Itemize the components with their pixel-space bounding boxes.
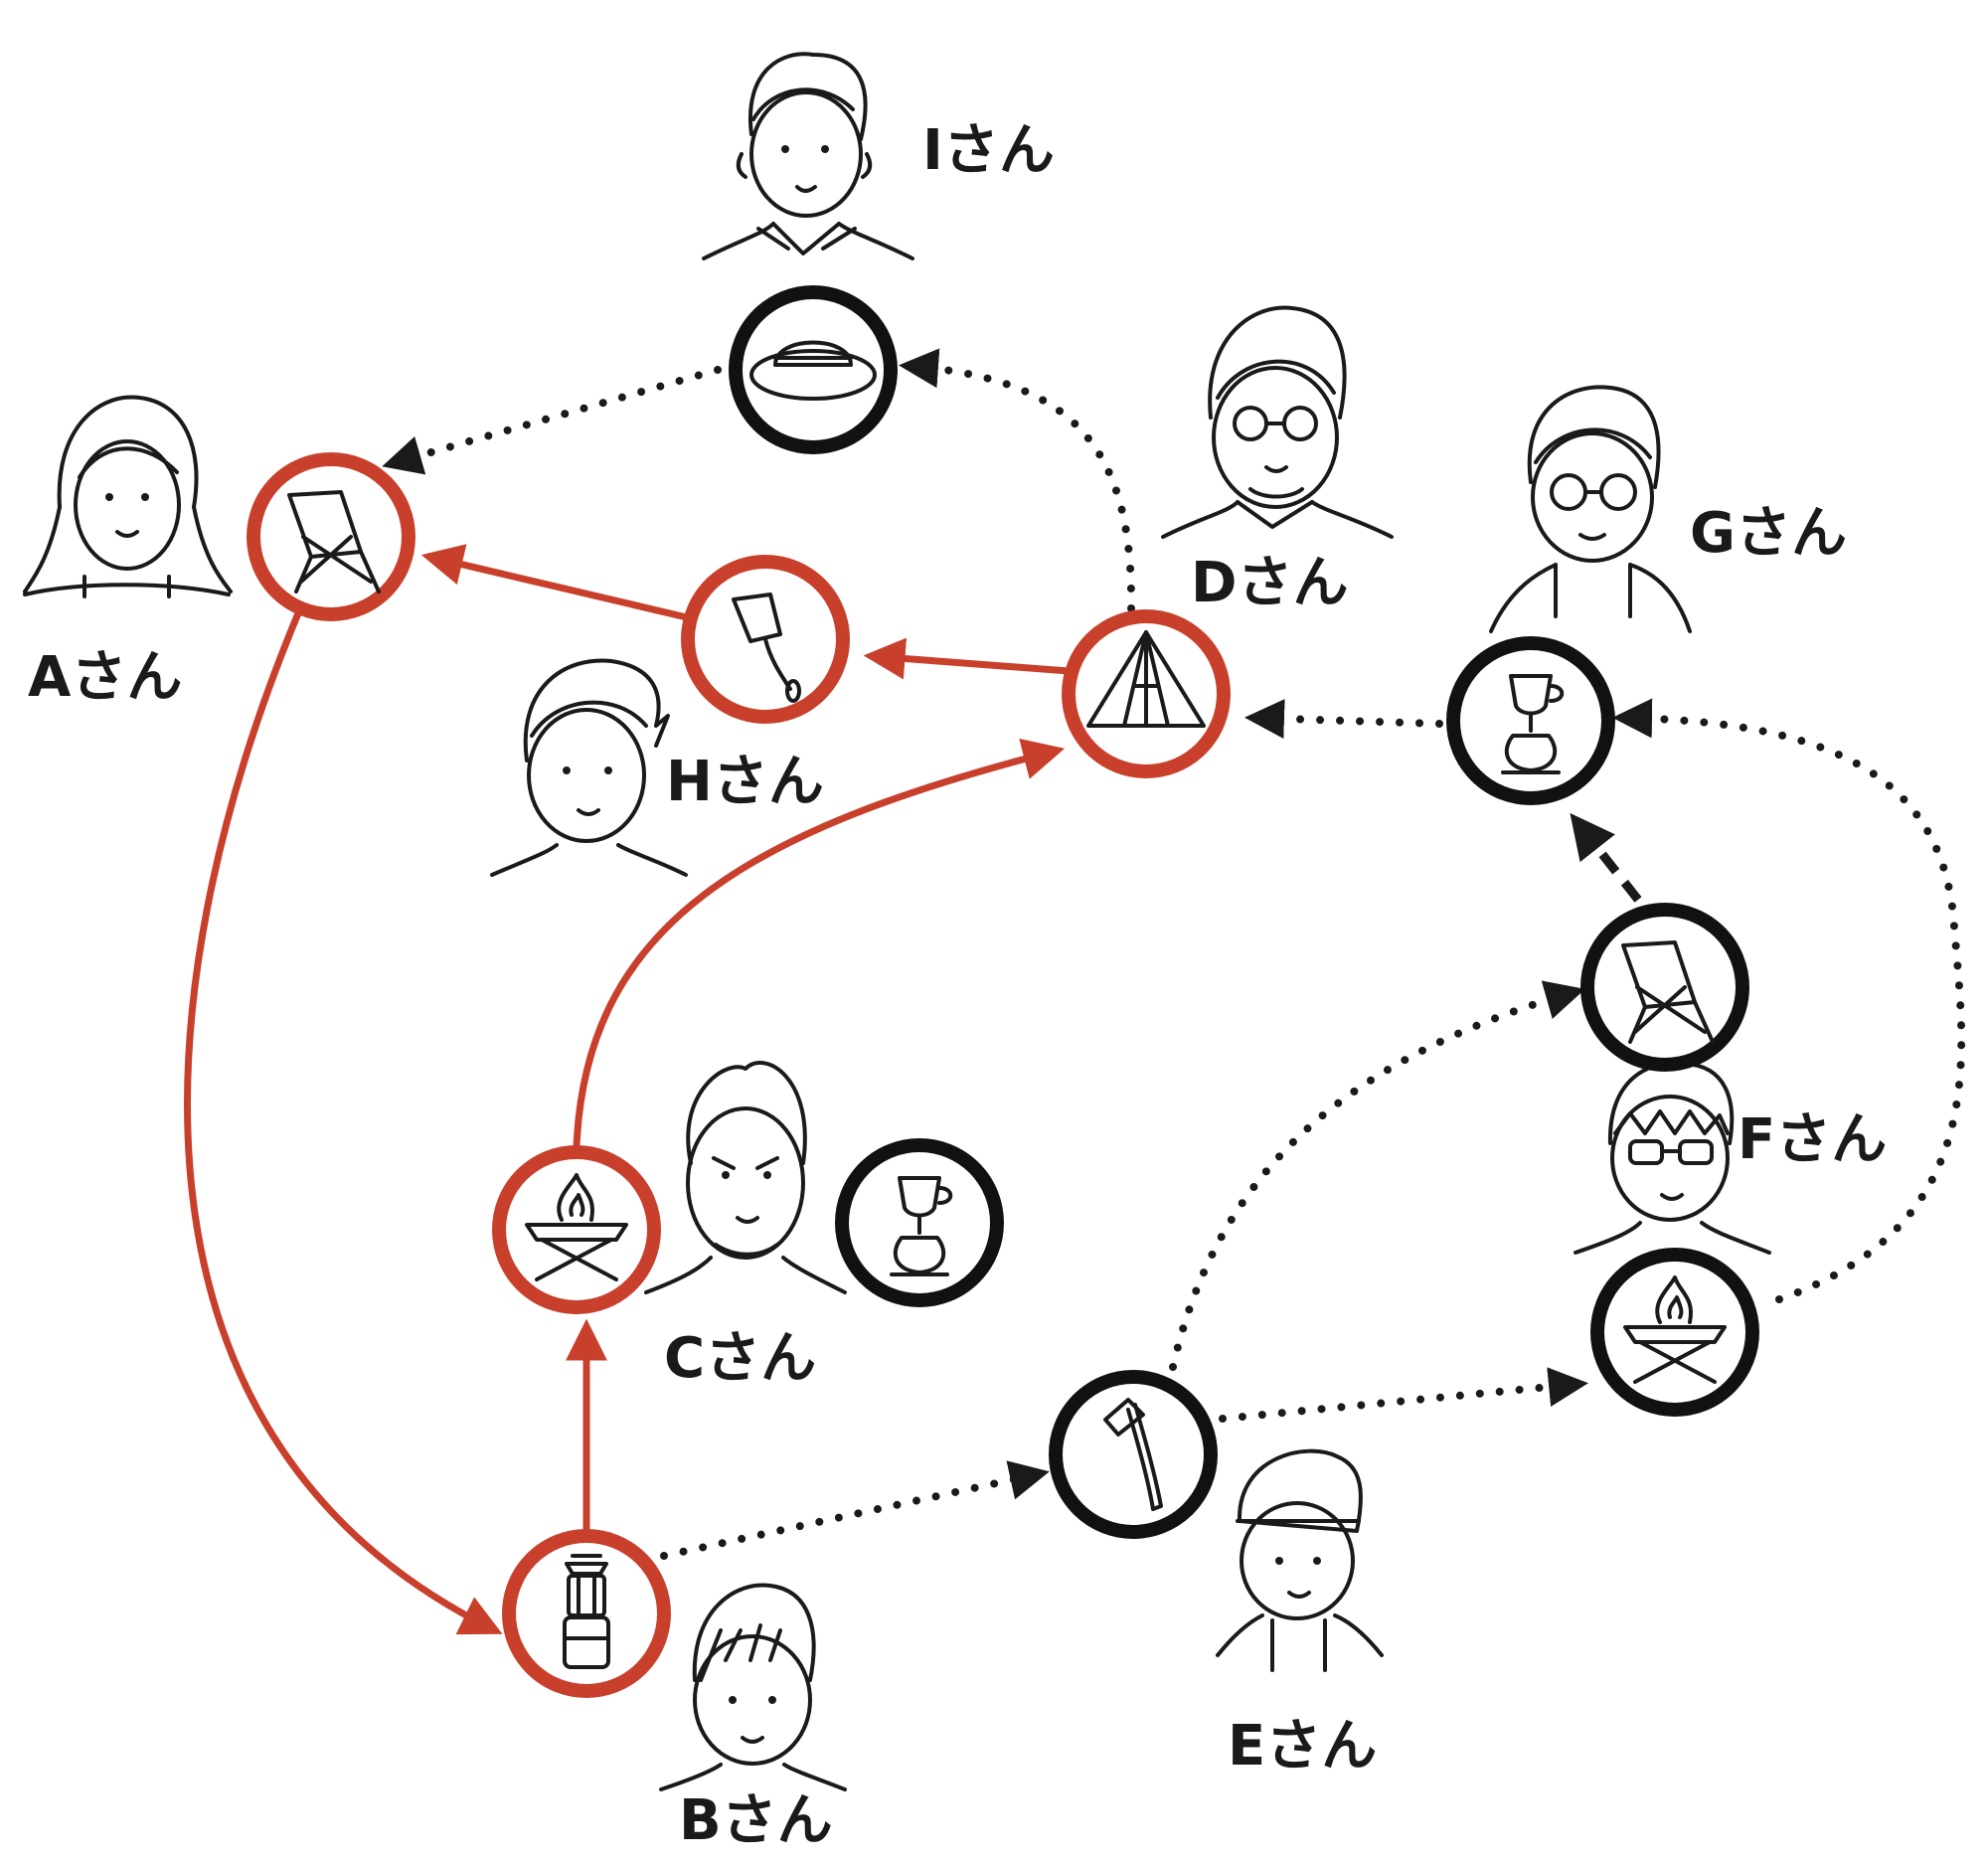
- item-e-axe[interactable]: [1049, 1370, 1218, 1539]
- coffee-siphon-icon: [1501, 674, 1565, 774]
- chair-icon: [1621, 940, 1715, 1044]
- edge-g-coffee-to-d-tent: [1244, 699, 1443, 740]
- person-e: Eさん: [1216, 1448, 1384, 1778]
- person-e-label: Eさん: [1228, 1714, 1377, 1778]
- item-ef-firepit[interactable]: [1590, 1248, 1759, 1417]
- item-a-chair[interactable]: [247, 452, 415, 621]
- person-b: Bさん: [659, 1583, 847, 1853]
- person-h: Hさん: [490, 658, 824, 877]
- tent-icon: [1086, 630, 1206, 728]
- person-i: Iさん: [702, 52, 1055, 260]
- person-d-portrait: [1161, 305, 1394, 539]
- person-g-label: Gさん: [1690, 501, 1847, 566]
- item-i-hat[interactable]: [729, 285, 898, 454]
- edge-e-axe-to-f-chair: [1169, 980, 1585, 1371]
- item-b-lantern[interactable]: [502, 1529, 671, 1698]
- edge-c-firepit-to-d-tent: [573, 738, 1066, 1147]
- person-e-portrait: [1216, 1448, 1384, 1672]
- edge-a-chair-to-b-lantern: [184, 611, 503, 1635]
- edge-d-tent-to-i-hat: [899, 348, 1136, 612]
- edge-i-hat-to-a-chair: [382, 366, 722, 475]
- person-b-portrait: [659, 1583, 847, 1791]
- edge-f-chair-to-g-coffee: [1570, 812, 1642, 903]
- item-h-shovel[interactable]: [681, 555, 850, 724]
- person-d: Dさん: [1161, 305, 1394, 615]
- person-a: Aさん: [23, 395, 233, 710]
- person-c-portrait: [644, 1061, 847, 1294]
- person-g-portrait: [1489, 385, 1692, 633]
- person-d-label: Dさん: [1191, 551, 1348, 615]
- item-c-coffee[interactable]: [835, 1138, 1004, 1307]
- axe-icon: [1103, 1398, 1163, 1511]
- chair-icon: [287, 490, 381, 593]
- item-d-tent[interactable]: [1062, 609, 1231, 778]
- edges: [184, 348, 1966, 1635]
- person-g: Gさん: [1489, 385, 1847, 633]
- person-h-label: Hさん: [666, 750, 824, 814]
- lantern-icon: [563, 1554, 610, 1669]
- shovel-icon: [732, 593, 801, 703]
- fire-pit-icon: [525, 1173, 628, 1281]
- person-a-label: Aさん: [28, 645, 182, 710]
- item-f-chair[interactable]: [1580, 903, 1749, 1072]
- person-b-label: Bさん: [679, 1788, 833, 1853]
- item-c-firepit[interactable]: [492, 1145, 661, 1314]
- person-c: Cさん: [644, 1061, 847, 1391]
- person-c-label: Cさん: [664, 1326, 816, 1391]
- person-h-portrait: [490, 658, 688, 877]
- edge-d-tent-to-h-shovel: [863, 637, 1070, 680]
- fire-pit-icon: [1623, 1275, 1727, 1384]
- coffee-siphon-icon: [890, 1176, 953, 1276]
- person-a-portrait: [23, 395, 233, 598]
- edge-b-lantern-to-e-axe: [660, 1460, 1050, 1560]
- item-g-coffee[interactable]: [1446, 636, 1615, 805]
- person-i-portrait: [702, 52, 914, 260]
- hat-icon: [749, 340, 877, 401]
- edge-h-shovel-to-a-chair: [420, 544, 692, 622]
- edge-e-axe-to-ef-firepit: [1219, 1367, 1588, 1423]
- person-f-label: Fさん: [1738, 1107, 1887, 1172]
- person-i-label: Iさん: [922, 118, 1055, 183]
- person-f: Fさん: [1574, 1061, 1887, 1255]
